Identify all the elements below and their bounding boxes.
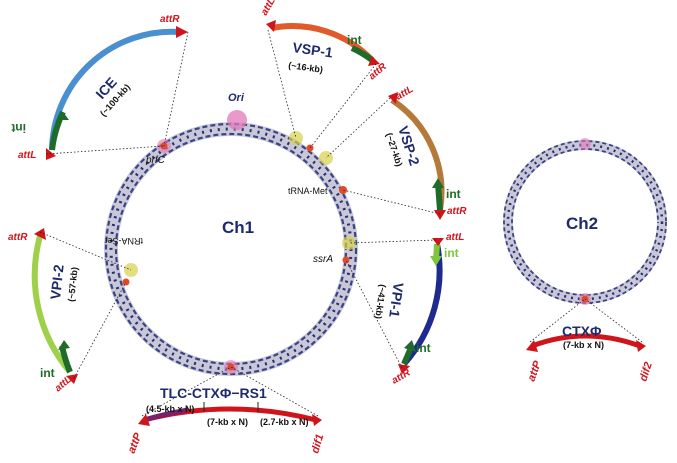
vpi1-attL: attL [446, 232, 464, 243]
vpi1-name: VPI-1 [386, 282, 407, 319]
ctx2-name: CTXΦ [562, 323, 602, 339]
vsp2-element [325, 92, 446, 220]
vpi1-int-bottom: int [416, 341, 431, 355]
ctx2-attP: attP [526, 359, 545, 383]
tlc-dif1: dif1 [309, 433, 326, 455]
trna-met-site-label: tRNA-Met [288, 186, 328, 196]
vsp1-element [266, 20, 380, 149]
ice-attR: attR [160, 14, 180, 25]
vpi2-element [31, 228, 132, 384]
ctx2-element [526, 298, 646, 352]
vsp2-attR: attR [447, 206, 467, 217]
vpi2-attR: attR [8, 232, 28, 243]
vpi1-int-top: int [444, 246, 459, 260]
tlc-seg3: (2.7-kb x N) [260, 417, 309, 427]
vsp1-size: (~16-kb) [288, 60, 324, 75]
tlc-attP: attP [126, 431, 145, 455]
ch1-site-markers [122, 131, 356, 374]
ice-attL: attL [18, 150, 36, 161]
ice-int: int [11, 121, 26, 135]
tlc-element [138, 366, 322, 426]
vsp1-attL: attL [259, 0, 278, 18]
tlc-seg1: (4.5-kb x N) [146, 404, 195, 414]
vpi1-attR: attR [390, 367, 413, 387]
ori-marker [227, 110, 247, 130]
ice-element [45, 26, 189, 160]
vsp2-attL: attL [394, 84, 415, 103]
vpi2-int: int [40, 366, 55, 380]
vpi2-name: VPI-2 [47, 264, 67, 301]
ch1-label: Ch1 [222, 218, 254, 237]
tlc-name: TLC-CTXΦ−RS1 [160, 385, 267, 401]
vpi1-element [345, 238, 444, 374]
vsp1-name: VSP-1 [292, 39, 335, 61]
ssrA-site-label: ssrA [313, 254, 333, 265]
vpi2-size: (~57-kb) [66, 267, 80, 303]
trna-ser-site-label: tRNA-Ser [104, 236, 143, 246]
prfC-site-label: prfC [145, 155, 166, 166]
tlc-seg2: (7-kb x N) [207, 417, 248, 427]
ch2-label: Ch2 [566, 214, 598, 233]
ctx2-size: (7-kb x N) [563, 340, 604, 350]
vpi1-size: (~41-kb) [373, 284, 388, 320]
vsp2-int: int [446, 187, 461, 201]
ctx2-dif2: dif2 [637, 361, 654, 383]
vsp1-int: int [347, 33, 362, 47]
chromosome-1 [104, 122, 358, 376]
ori-label: Ori [228, 92, 245, 104]
